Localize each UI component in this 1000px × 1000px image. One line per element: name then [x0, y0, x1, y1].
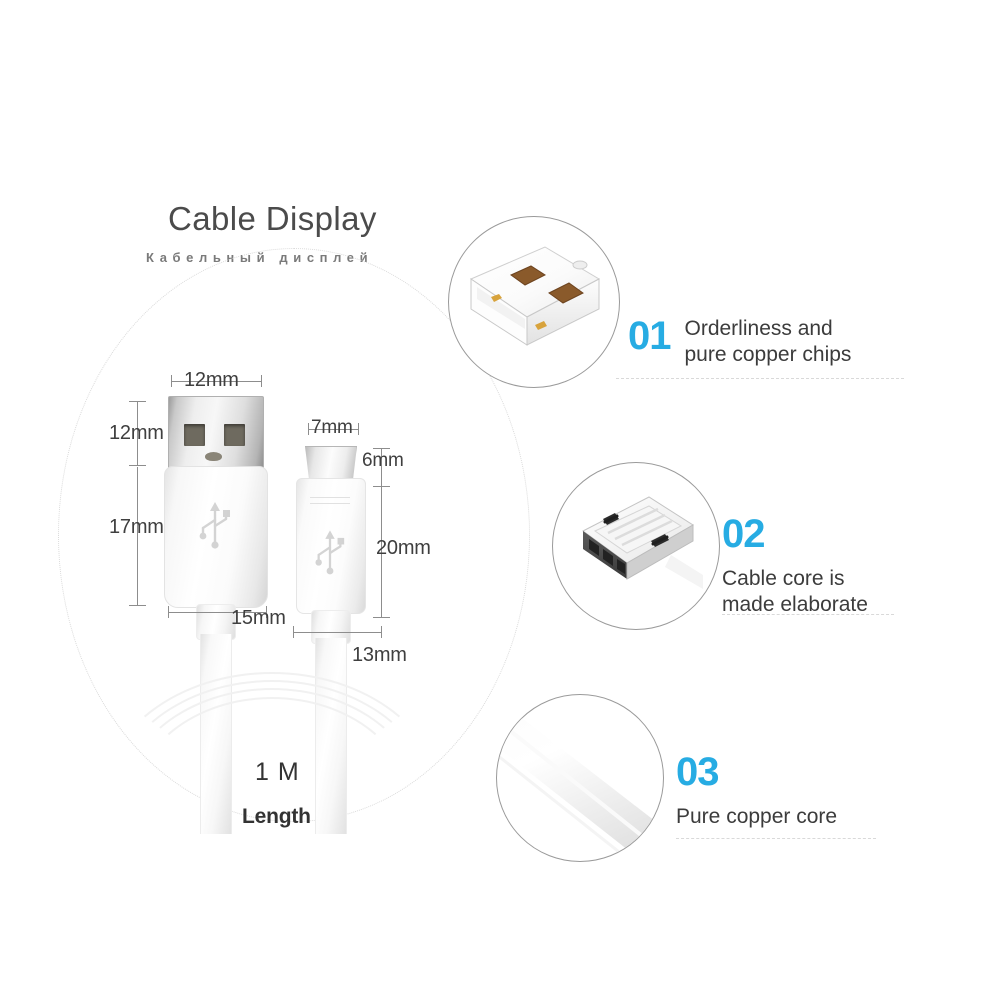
- micro-usb-plastic-body: [296, 478, 366, 614]
- dim-label-micro-body-width: 13mm: [352, 644, 407, 666]
- feature-number-02: 02: [722, 512, 765, 556]
- usb-a-contact-hole-left: [184, 424, 205, 446]
- dim-line-micro-total-height: [381, 487, 382, 617]
- feature-photo-02: [552, 462, 720, 630]
- usb-a-contact-hole-right: [224, 424, 245, 446]
- dim-label-usb-a-width: 12mm: [184, 369, 239, 391]
- feature-divider-02: [722, 614, 894, 615]
- dim-line-micro-body-width: [293, 632, 381, 633]
- dim-label-usb-a-body-width: 15mm: [231, 607, 286, 629]
- cable-coil-arc-2: [110, 680, 434, 930]
- usb-trident-icon-b: [315, 530, 345, 575]
- dim-tick-usb-a-width-right: [261, 375, 262, 387]
- feature-text-01: Orderliness and pure copper chips: [684, 317, 852, 366]
- dim-label-micro-tip-width: 7mm: [311, 417, 353, 438]
- cable-length-caption: Length: [242, 805, 311, 828]
- feature-callout-01: 01 Orderliness and pure copper chips: [628, 316, 851, 367]
- usb-a-connector-closeup-illustration: [469, 246, 601, 346]
- dim-label-usb-a-head-height: 12mm: [109, 422, 164, 444]
- feature-callout-02: 02 Cable core is made elaborate: [722, 514, 868, 617]
- dim-tick-usb-a-body-right: [266, 606, 267, 618]
- feature-number-01: 01: [628, 314, 671, 358]
- dim-tick-usb-a-width-left: [171, 375, 172, 387]
- feature-divider-03: [676, 838, 876, 839]
- dim-tick-usb-a-body-bottom: [129, 605, 146, 606]
- feature-photo-03: [496, 694, 664, 862]
- dim-tick-micro-body-left: [293, 626, 294, 638]
- dim-line-usb-a-body-width: [168, 612, 266, 613]
- dim-tick-usb-a-body-left: [168, 606, 169, 618]
- cable-length-value: 1 M: [255, 758, 300, 786]
- feature-photo-01: [448, 216, 620, 388]
- feature-text-03: Pure copper core: [676, 805, 838, 828]
- cable-strand-closeup-illustration: [497, 711, 663, 861]
- dim-tick-micro-total-bottom: [373, 617, 390, 618]
- page-title: Cable Display: [168, 200, 377, 237]
- usb-trident-icon-a: [199, 502, 230, 549]
- dim-line-usb-a-body-height: [137, 467, 138, 605]
- feature-callout-03: 03 Pure copper core: [676, 752, 837, 830]
- feature-number-03: 03: [676, 750, 720, 794]
- cable-coil-arc-4: [131, 697, 413, 921]
- micro-usb-seam-line-2: [310, 503, 350, 504]
- dim-line-usb-a-width: [171, 381, 261, 382]
- dim-tick-usb-a-head-bottom: [129, 465, 146, 466]
- dim-line-micro-tip-width: [308, 429, 358, 430]
- usb-a-plastic-body: [164, 466, 268, 608]
- feature-divider-01: [616, 378, 904, 379]
- micro-usb-seam-line-1: [310, 497, 350, 498]
- dim-line-micro-tip-height: [381, 448, 382, 486]
- usb-a-center-notch: [205, 452, 222, 461]
- dim-line-usb-a-head-height: [137, 401, 138, 465]
- micro-usb-core-closeup-illustration: [582, 496, 703, 589]
- dim-label-usb-a-body-height: 17mm: [109, 516, 164, 538]
- dim-tick-micro-body-right: [381, 626, 382, 638]
- cable-coil-arc-1: [100, 672, 444, 936]
- dim-tick-micro-tip-left: [308, 423, 309, 435]
- dim-label-micro-total-height: 20mm: [376, 537, 431, 559]
- dim-tick-micro-tip-right: [358, 423, 359, 435]
- dim-tick-usb-a-head-top: [129, 401, 146, 402]
- cable-coil-arc-3: [120, 688, 424, 926]
- feature-text-02: Cable core is made elaborate: [722, 567, 868, 616]
- dim-tick-micro-tip-top: [373, 448, 390, 449]
- micro-usb-metal-tip: [305, 446, 357, 481]
- dim-label-micro-tip-height: 6mm: [362, 450, 404, 471]
- dim-tick-micro-tip-bottom: [373, 486, 390, 487]
